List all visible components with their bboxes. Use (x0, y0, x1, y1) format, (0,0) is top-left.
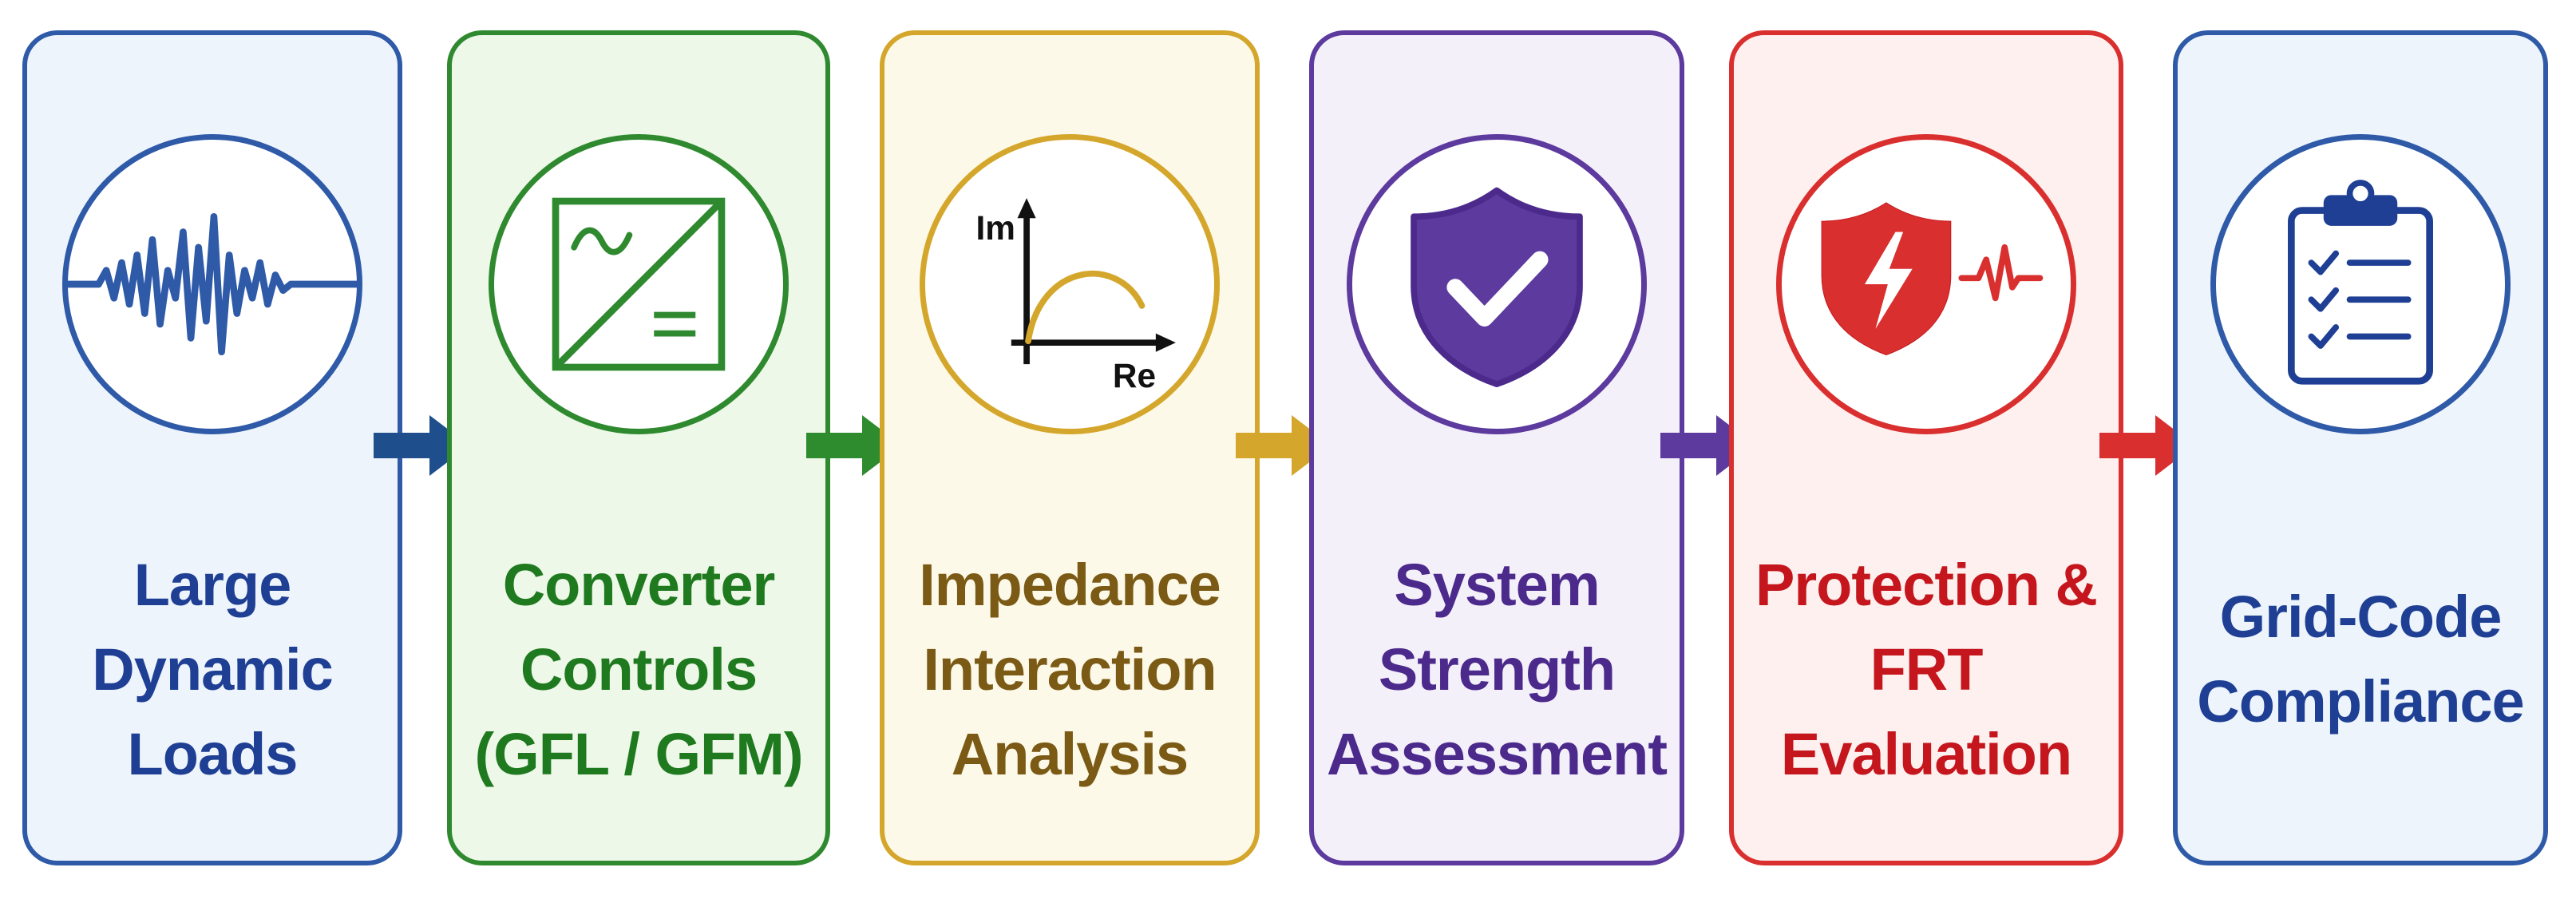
stage-card-impedance-interaction: Im Re Impedance Interaction Analysis (880, 30, 1260, 865)
flow-arrow (374, 415, 469, 476)
flow-arrow (806, 415, 902, 476)
stage-label: System Strength Assessment (1326, 552, 1668, 787)
stage-icon-circle (489, 134, 789, 434)
shield-lightning-icon (1821, 202, 2044, 356)
stage-card-protection-frt: Protection & FRT Evaluation (1729, 30, 2123, 865)
stage-icon-circle (1776, 134, 2076, 434)
stage-icon-circle: Im Re (920, 134, 1220, 434)
stage-icon-circle (62, 134, 362, 434)
stage-icon-circle (2210, 134, 2511, 434)
real-axis-label: Re (1113, 357, 1156, 394)
stage-label: Large Dynamic Loads (92, 552, 333, 787)
impedance-plot-icon: Im Re (976, 198, 1176, 394)
converter-icon (552, 197, 726, 371)
stage-label: Impedance Interaction Analysis (919, 552, 1221, 787)
imaginary-axis-label: Im (976, 209, 1015, 247)
clipboard-checklist-icon (2288, 180, 2433, 385)
stage-label: Grid-Code Compliance (2197, 584, 2524, 735)
stage-card-converter-controls: Converter Controls (GFL / GFM) (447, 30, 830, 865)
stage-card-system-strength: System Strength Assessment (1309, 30, 1684, 865)
shield-check-icon (1411, 187, 1583, 388)
stage-card-large-dynamic-loads: Large Dynamic Loads (22, 30, 402, 865)
waveform-icon (68, 212, 357, 356)
stage-label: Protection & FRT Evaluation (1755, 552, 2098, 787)
stage-icon-circle (1347, 134, 1647, 434)
stage-label: Converter Controls (GFL / GFM) (474, 552, 804, 787)
flow-arrow (2099, 415, 2195, 476)
stage-card-grid-code-compliance: Grid-Code Compliance (2173, 30, 2548, 865)
flow-arrow (1236, 415, 1332, 476)
